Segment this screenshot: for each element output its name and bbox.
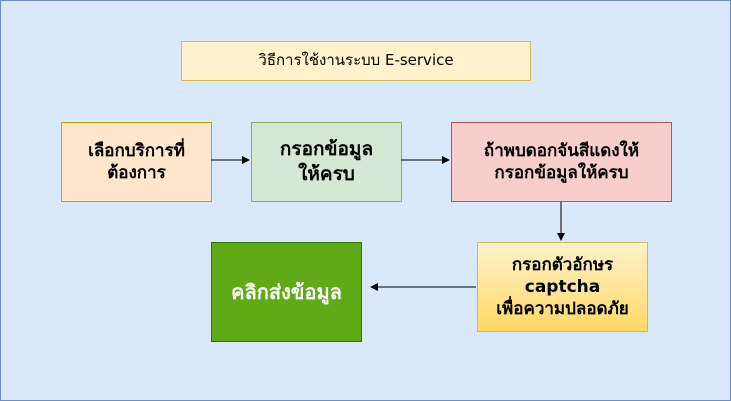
step-submit-label: คลิกส่งข้อมูล (231, 280, 342, 304)
step-submit: คลิกส่งข้อมูล (211, 242, 362, 342)
step-select-service-label: เลือกบริการที่ ต้องการ (88, 140, 185, 183)
step-required-fields-label: ถ้าพบดอกจันสีแดงให้ กรอกข้อมูลให้ครบ (483, 140, 640, 183)
step-captcha-label: กรอกตัวอักษร captcha เพื่อความปลอดภัย (496, 254, 629, 320)
step-captcha: กรอกตัวอักษร captcha เพื่อความปลอดภัย (477, 242, 648, 332)
step-select-service: เลือกบริการที่ ต้องการ (61, 122, 212, 202)
diagram-title-text: วิธีการใช้งานระบบ E-service (258, 51, 454, 70)
step-required-fields: ถ้าพบดอกจันสีแดงให้ กรอกข้อมูลให้ครบ (451, 122, 672, 202)
step-fill-data: กรอกข้อมูล ให้ครบ (251, 122, 402, 202)
diagram-title: วิธีการใช้งานระบบ E-service (181, 41, 531, 81)
step-fill-data-label: กรอกข้อมูล ให้ครบ (279, 138, 374, 185)
